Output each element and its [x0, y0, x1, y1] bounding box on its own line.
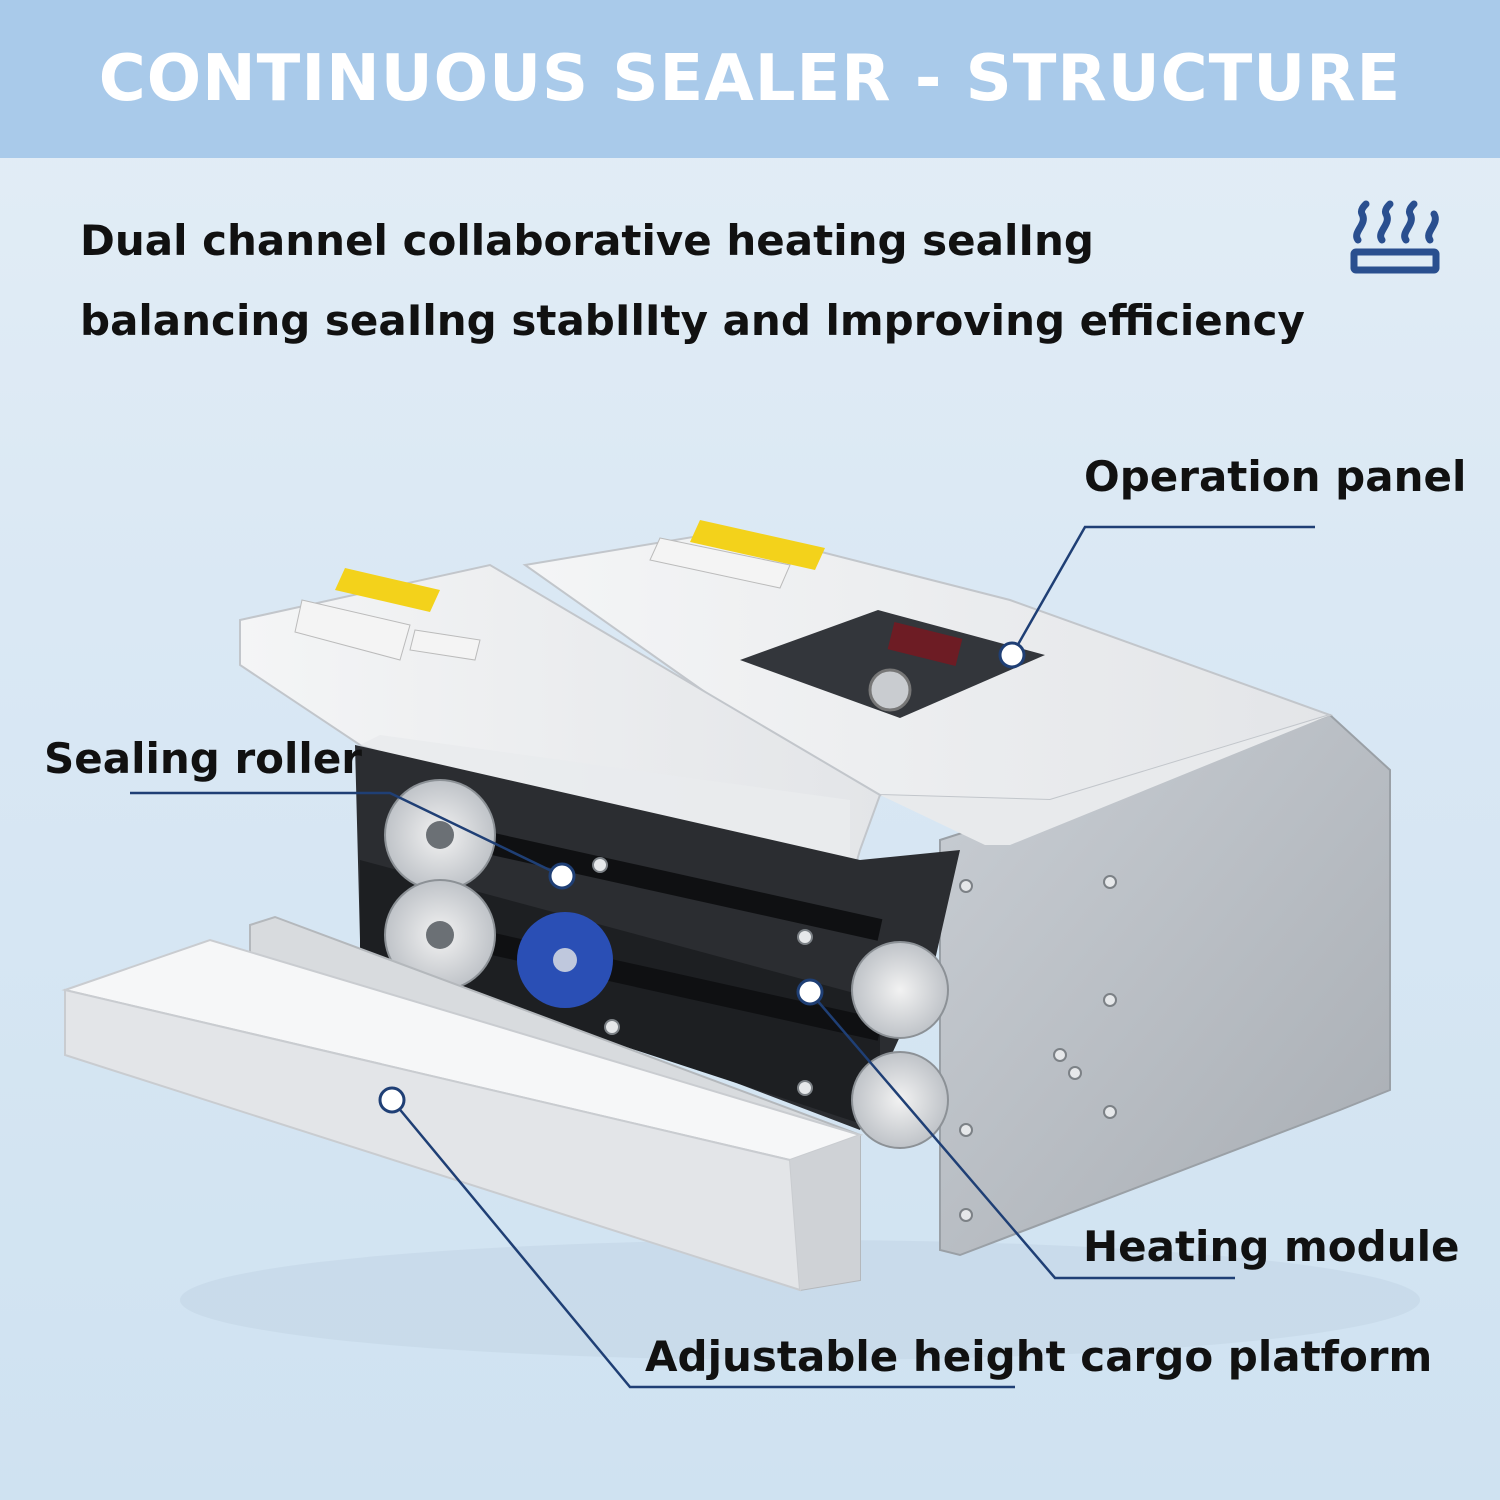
headline-line-2: balancing seaIlng stabIlIty and lmprovin… [80, 296, 1305, 345]
label-operation-panel: Operation panel [1084, 452, 1467, 501]
label-heating-module: Heating module [1083, 1222, 1460, 1271]
title-banner: CONTINUOUS SEALER - STRUCTURE [0, 0, 1500, 158]
page-title: CONTINUOUS SEALER - STRUCTURE [98, 42, 1402, 116]
heat-waves-icon [1350, 200, 1440, 274]
label-sealing-roller: Sealing roller [44, 734, 363, 783]
headline-line-1: Dual channel collaborative heating sealI… [80, 216, 1094, 265]
label-cargo-platform: Adjustable height cargo platform [645, 1332, 1433, 1381]
